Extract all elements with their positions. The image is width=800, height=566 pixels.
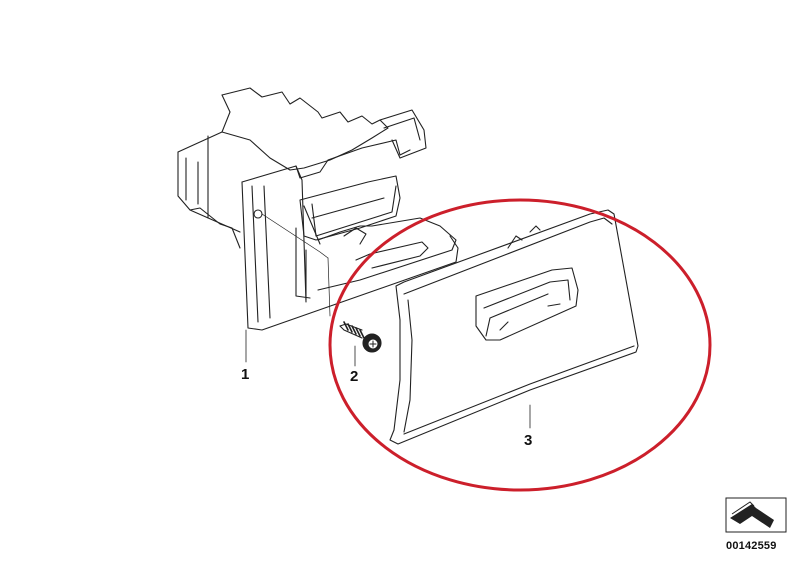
screw-part-2 [339, 321, 382, 353]
cover-panel-part-3 [389, 209, 639, 445]
viewing-direction-arrow-icon [725, 497, 787, 533]
callout-label-2: 2 [350, 368, 359, 385]
callout-label-1: 1 [241, 366, 250, 383]
housing-part-1 [177, 87, 459, 331]
reference-number: 00142559 [726, 540, 777, 552]
callout-label-3: 3 [524, 432, 533, 449]
highlight-ellipse [328, 198, 712, 492]
